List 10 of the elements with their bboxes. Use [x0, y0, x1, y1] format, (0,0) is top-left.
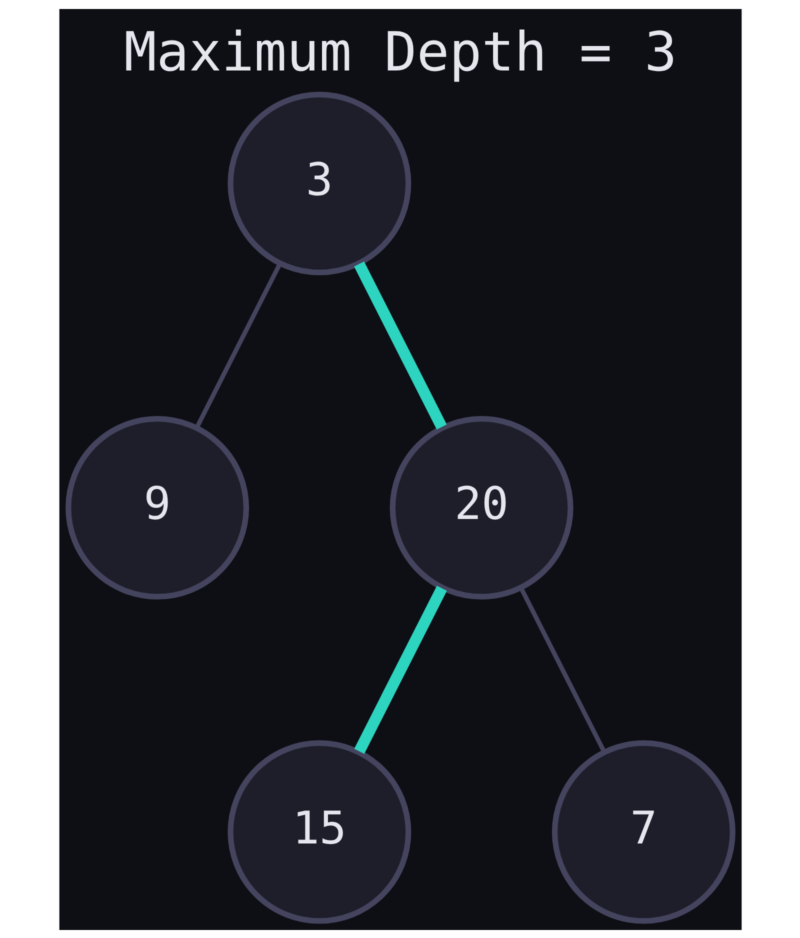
node-circle: 20 [389, 416, 573, 600]
node-circle: 7 [551, 740, 735, 924]
connector [518, 586, 606, 752]
connector [354, 585, 446, 754]
node-circle: 3 [227, 91, 411, 275]
node-circle: 9 [65, 416, 249, 600]
diagram-title: Maximum Depth = 3 [123, 20, 677, 83]
node-circle: 15 [227, 740, 411, 924]
connector [194, 262, 282, 428]
connector [354, 260, 446, 430]
